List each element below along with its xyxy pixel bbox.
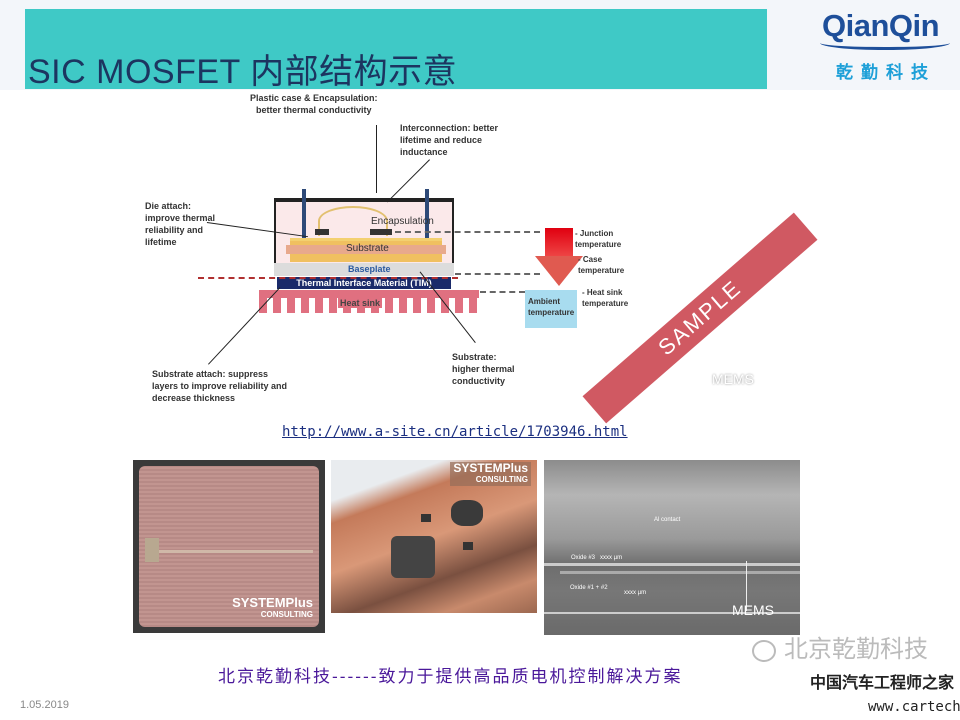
logo-swoosh: [820, 36, 950, 50]
wire-bond: [318, 206, 388, 236]
watermark-site-cn: 中国汽车工程师之家: [810, 673, 955, 692]
pin-left: [302, 189, 306, 239]
photo-package: SYSTEMPlus CONSULTING: [331, 460, 537, 613]
oxide3-label: Oxide #3 xxxx µm: [571, 555, 623, 561]
photo-die: SYSTEMPlus CONSULTING: [133, 460, 325, 633]
substrate-core: [286, 245, 446, 254]
watermark-site: www.cartech8.com: [868, 699, 960, 715]
junction-line: [395, 231, 540, 233]
oxide12-value: xxxx µm: [624, 590, 647, 596]
heatsink-temp-label: - Heat sink temperature: [582, 288, 629, 308]
temperature-arrow-head: [535, 256, 583, 286]
case-line-2: [455, 273, 540, 275]
arrow-interconnect: [386, 159, 430, 203]
case-temp-label: - Case temperature: [578, 255, 625, 275]
mems-watermark: MEMS: [732, 602, 774, 618]
mems-watermark: MEMS: [712, 371, 754, 387]
encapsulation-label: Encapsulation: [371, 216, 434, 227]
baseplate-label: Baseplate: [348, 264, 391, 274]
footer-slogan: 北京乾勤科技------致力于提供高品质电机控制解决方案: [218, 667, 683, 687]
title-bar: [25, 9, 767, 89]
case-line: [198, 277, 458, 279]
arrow-substrate-attach: [208, 287, 281, 365]
consulting-logo: CONSULTING: [260, 610, 313, 619]
junction-temp-label: - Junction temperature: [575, 229, 622, 249]
arrow-case: [375, 125, 377, 193]
consulting-logo: CONSULTING: [475, 475, 528, 484]
oxide12-label: Oxide #1 + #2: [570, 585, 608, 591]
systemplus-logo: SYSTEMPlus: [453, 461, 528, 475]
wechat-icon: [752, 640, 776, 662]
pin-right: [425, 189, 429, 239]
slide-date: 1.05.2019: [20, 699, 69, 711]
photo-sem: Al contact Oxide #3 xxxx µm Oxide #1 + #…: [544, 460, 800, 635]
die-2: [370, 229, 392, 235]
die-1: [315, 229, 329, 235]
label-interconnect: Interconnection: better lifetime and red…: [400, 123, 499, 157]
heatsink-label: Heat sink: [338, 298, 383, 308]
source-link[interactable]: http://www.a-site.cn/article/1703946.htm…: [282, 424, 628, 440]
ambient-box: Ambient temperature: [525, 290, 577, 328]
label-substrate-attach: Substrate attach: suppress layers to imp…: [152, 369, 288, 403]
label-die-attach: Die attach: improve thermal reliability …: [145, 201, 216, 247]
temperature-arrow: [545, 228, 573, 256]
page-title: SIC MOSFET 内部结构示意: [28, 53, 458, 91]
substrate-label: Substrate: [346, 243, 389, 254]
structure-diagram: Plastic case & Encapsulation: better the…: [145, 93, 818, 424]
logo-chinese: 乾勤科技: [836, 63, 936, 82]
label-substrate-note: Substrate: higher thermal conductivity: [452, 352, 515, 386]
label-case: Plastic case & Encapsulation: better the…: [250, 93, 378, 115]
al-contact-label: Al contact: [654, 517, 681, 523]
systemplus-logo: SYSTEMPlus: [232, 595, 313, 610]
tim-layer: Thermal Interface Material (TIM): [277, 277, 451, 289]
watermark-company: 北京乾勤科技: [784, 636, 928, 663]
heatsink-line: [480, 291, 525, 293]
baseplate: [274, 263, 454, 276]
